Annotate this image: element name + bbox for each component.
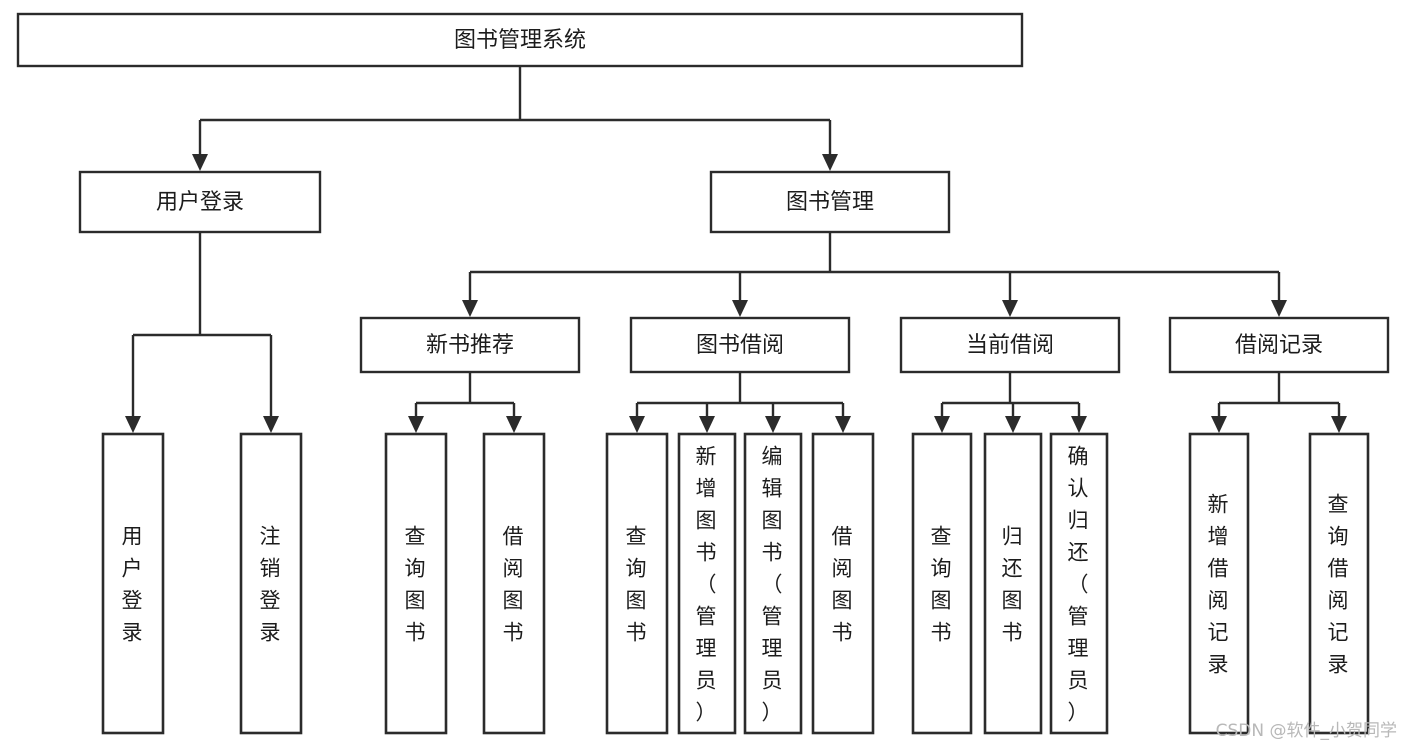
node-box[interactable] (743, 432, 803, 735)
node-leaf-8[interactable]: 查询图书 (911, 432, 973, 735)
node-leaf-2[interactable]: 查询图书 (384, 432, 448, 735)
arrow-head-icon (1211, 416, 1227, 433)
arrow-head-icon (629, 416, 645, 433)
arrow-head-icon (835, 416, 851, 433)
node-label: 查询图书 (405, 525, 428, 645)
arrow-head-icon (765, 416, 781, 433)
node-leaf-4[interactable]: 查询图书 (605, 432, 669, 735)
node-l3-0[interactable]: 新书推荐 (359, 316, 581, 374)
node-label: 查询图书 (931, 525, 954, 645)
arrow-head-icon (934, 416, 950, 433)
node-label: 用户登录 (156, 190, 244, 215)
arrow-head-icon (263, 416, 279, 433)
node-leaf-5[interactable]: 新增图书（管理员） (677, 432, 737, 735)
arrow-head-icon (1005, 416, 1021, 433)
node-box[interactable] (1308, 432, 1370, 735)
node-label: 图书管理 (786, 190, 874, 215)
node-box[interactable] (384, 432, 448, 735)
nodes-layer: 图书管理系统用户登录图书管理新书推荐图书借阅当前借阅借阅记录用户登录注销登录查询… (16, 12, 1390, 735)
node-l3-1[interactable]: 图书借阅 (629, 316, 851, 374)
node-box[interactable] (78, 170, 322, 234)
node-l2-1[interactable]: 图书管理 (709, 170, 951, 234)
arrow-head-icon (1271, 300, 1287, 317)
arrow-head-icon (1002, 300, 1018, 317)
node-box[interactable] (911, 432, 973, 735)
arrow-head-icon (192, 154, 208, 171)
arrow-head-icon (125, 416, 141, 433)
node-label: 借阅图书 (832, 525, 855, 645)
node-label: 新增借阅记录 (1208, 493, 1231, 677)
node-leaf-0[interactable]: 用户登录 (101, 432, 165, 735)
node-box[interactable] (1049, 432, 1109, 735)
arrow-head-icon (1331, 416, 1347, 433)
node-l3-3[interactable]: 借阅记录 (1168, 316, 1390, 374)
node-label: 确认归还（管理员） (1068, 445, 1091, 725)
arrow-head-icon (732, 300, 748, 317)
node-box[interactable] (709, 170, 951, 234)
node-box[interactable] (629, 316, 851, 374)
node-label: 借阅记录 (1235, 333, 1323, 358)
node-label: 图书借阅 (696, 333, 784, 358)
node-label: 当前借阅 (966, 333, 1054, 358)
node-box[interactable] (16, 12, 1024, 68)
node-label: 注销登录 (260, 525, 283, 645)
node-box[interactable] (482, 432, 546, 735)
node-box[interactable] (899, 316, 1121, 374)
node-box[interactable] (677, 432, 737, 735)
node-box[interactable] (1188, 432, 1250, 735)
node-box[interactable] (983, 432, 1043, 735)
node-label: 查询图书 (626, 525, 649, 645)
node-label: 新书推荐 (426, 333, 514, 358)
node-l3-2[interactable]: 当前借阅 (899, 316, 1121, 374)
node-box[interactable] (101, 432, 165, 735)
arrow-head-icon (699, 416, 715, 433)
node-leaf-9[interactable]: 归还图书 (983, 432, 1043, 735)
arrow-head-icon (506, 416, 522, 433)
node-leaf-1[interactable]: 注销登录 (239, 432, 303, 735)
node-leaf-10[interactable]: 确认归还（管理员） (1049, 432, 1109, 735)
node-leaf-3[interactable]: 借阅图书 (482, 432, 546, 735)
arrow-head-icon (822, 154, 838, 171)
arrow-head-icon (462, 300, 478, 317)
connector-lines-layer (125, 66, 1347, 433)
arrow-head-icon (1071, 416, 1087, 433)
node-label: 编辑图书（管理员） (762, 445, 785, 725)
node-leaf-11[interactable]: 新增借阅记录 (1188, 432, 1250, 735)
node-box[interactable] (239, 432, 303, 735)
arrow-head-icon (408, 416, 424, 433)
node-root-0[interactable]: 图书管理系统 (16, 12, 1024, 68)
node-box[interactable] (605, 432, 669, 735)
node-leaf-6[interactable]: 编辑图书（管理员） (743, 432, 803, 735)
node-label: 借阅图书 (503, 525, 526, 645)
node-leaf-7[interactable]: 借阅图书 (811, 432, 875, 735)
node-leaf-12[interactable]: 查询借阅记录 (1308, 432, 1370, 735)
node-label: 归还图书 (1002, 525, 1025, 645)
node-box[interactable] (811, 432, 875, 735)
node-box[interactable] (1168, 316, 1390, 374)
node-label: 用户登录 (122, 525, 145, 645)
node-box[interactable] (359, 316, 581, 374)
node-l2-0[interactable]: 用户登录 (78, 170, 322, 234)
node-label: 图书管理系统 (454, 28, 586, 53)
node-label: 查询借阅记录 (1328, 493, 1351, 677)
node-label: 新增图书（管理员） (696, 445, 719, 725)
